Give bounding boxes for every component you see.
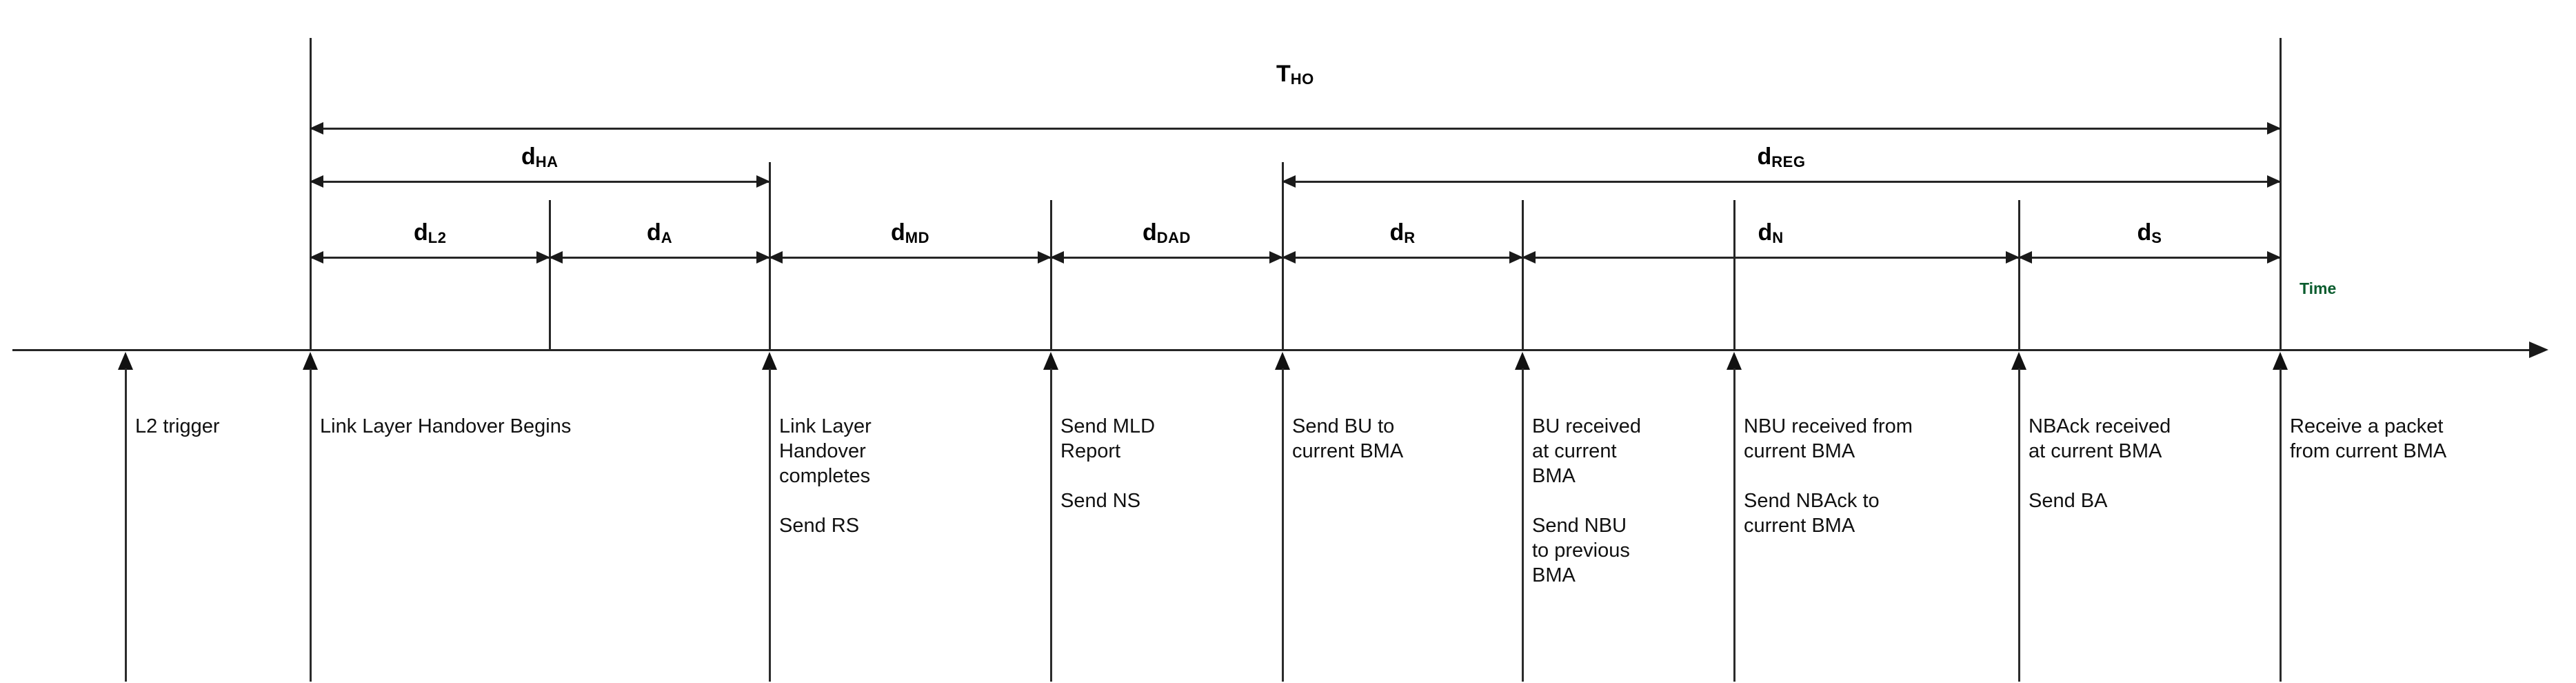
- tick-line-t-mld: [1050, 200, 1052, 349]
- measure-label-base: d: [2137, 219, 2152, 246]
- measure-label-dl2: dL2: [414, 219, 446, 246]
- event-line-llho-completes: [769, 368, 771, 682]
- measure-label-subscript: S: [2151, 229, 2162, 246]
- measure-bar: [310, 257, 550, 259]
- measure-label-subscript: REG: [1771, 153, 1806, 170]
- measure-label-subscript: A: [661, 229, 673, 246]
- measure-label-subscript: L2: [427, 229, 447, 246]
- event-arrow-icon-llho-completes: [762, 352, 777, 370]
- measure-bar: [1282, 181, 2280, 183]
- tick-line-t-unlabeled: [549, 200, 551, 349]
- measure-bar: [2019, 257, 2280, 259]
- measure-label-subscript: DAD: [1156, 229, 1191, 246]
- measure-bar: [1282, 257, 1522, 259]
- arrow-right-icon: [2267, 175, 2281, 188]
- measure-label-base: d: [891, 219, 905, 246]
- event-label-send-mld: Send MLD Report Send NS: [1060, 415, 1156, 512]
- measure-label-subscript: HA: [535, 153, 559, 170]
- measure-label-subscript: R: [1404, 229, 1416, 246]
- measure-label-dmd: dMD: [891, 219, 929, 246]
- measure-label-dreg: dREG: [1758, 143, 1806, 170]
- measure-bar: [1522, 257, 2019, 259]
- event-arrow-icon-nbu-received: [1727, 352, 1742, 370]
- arrow-left-icon: [769, 251, 783, 264]
- time-axis-label: Time: [2300, 279, 2337, 297]
- event-line-send-mld: [1050, 368, 1052, 682]
- event-label-bu-received: BU received at current BMA Send NBU to p…: [1532, 415, 1641, 586]
- measure-label-base: d: [1758, 219, 1773, 246]
- arrow-left-icon: [1050, 251, 1064, 264]
- measure-label-subscript: N: [1772, 229, 1784, 246]
- tick-line-t-nback-recv: [2018, 200, 2020, 349]
- event-line-llho-begins: [310, 368, 312, 682]
- event-line-nbu-received: [1733, 368, 1735, 682]
- event-line-receive-packet: [2280, 368, 2282, 682]
- event-arrow-icon-receive-packet: [2273, 352, 2288, 370]
- arrow-right-icon: [1269, 251, 1283, 264]
- arrow-right-icon: [536, 251, 550, 264]
- event-label-llho-begins: Link Layer Handover Begins: [320, 415, 572, 437]
- arrow-right-icon: [2267, 122, 2281, 135]
- measure-bar: [769, 257, 1051, 259]
- event-label-nbu-received: NBU received from current BMA Send NBAck…: [1744, 415, 1913, 537]
- measure-label-da: dA: [647, 219, 672, 246]
- event-arrow-icon-bu-received: [1515, 352, 1530, 370]
- arrow-left-icon: [310, 122, 323, 135]
- arrow-left-icon: [310, 175, 323, 188]
- measure-bar: [1051, 257, 1282, 259]
- event-label-l2-trigger: L2 trigger: [135, 415, 220, 437]
- arrow-left-icon: [310, 251, 323, 264]
- measure-label-base: d: [414, 219, 428, 246]
- arrow-right-icon: [2267, 251, 2281, 264]
- measure-label-dha: dHA: [521, 143, 559, 170]
- measure-label-subscript: HO: [1290, 70, 1314, 88]
- event-line-bu-received: [1522, 368, 1524, 682]
- event-arrow-icon-nback-received: [2011, 352, 2026, 370]
- arrow-left-icon: [1282, 175, 1296, 188]
- measure-label-tho: THO: [1276, 61, 1314, 88]
- measure-label-base: d: [647, 219, 661, 246]
- arrow-right-icon: [1038, 251, 1051, 264]
- tick-line-t-packet: [2280, 38, 2282, 349]
- event-arrow-icon-send-bu: [1275, 352, 1290, 370]
- arrow-left-icon: [2018, 251, 2032, 264]
- measure-label-dr: dR: [1390, 219, 1416, 246]
- arrow-right-icon: [756, 251, 770, 264]
- measure-label-subscript: MD: [905, 229, 929, 246]
- measure-label-base: d: [521, 143, 536, 170]
- event-line-l2-trigger: [125, 368, 127, 682]
- event-label-receive-packet: Receive a packet from current BMA: [2290, 415, 2447, 462]
- measure-label-base: d: [1389, 219, 1405, 246]
- event-label-send-bu: Send BU to current BMA: [1292, 415, 1404, 462]
- event-arrow-icon-llho-begins: [303, 352, 318, 370]
- event-line-send-bu: [1282, 368, 1284, 682]
- arrow-right-icon: [1509, 251, 1523, 264]
- arrow-right-icon: [756, 175, 770, 188]
- measure-label-base: d: [1757, 143, 1772, 170]
- measure-label-ds: dS: [2137, 219, 2162, 246]
- measure-bar: [310, 181, 769, 183]
- event-label-nback-received: NBAck received at current BMA Send BA: [2029, 415, 2171, 512]
- time-axis-line: [12, 349, 2529, 351]
- arrow-left-icon: [549, 251, 563, 264]
- measure-bar: [550, 257, 769, 259]
- event-line-nback-received: [2018, 368, 2020, 682]
- event-label-llho-completes: Link Layer Handover completes Send RS: [779, 415, 872, 537]
- arrow-right-icon: [2006, 251, 2020, 264]
- tick-line-t-bu-recv: [1522, 200, 1524, 349]
- time-axis-arrowhead: [2529, 342, 2548, 358]
- tick-line-t-nbu-recv: [1733, 200, 1735, 349]
- event-arrow-icon-send-mld: [1043, 352, 1058, 370]
- measure-bar: [310, 128, 2280, 130]
- measure-label-base: T: [1276, 61, 1291, 87]
- measure-label-ddad: dDAD: [1143, 219, 1191, 246]
- tick-line-t-llho-begins: [310, 38, 312, 349]
- arrow-left-icon: [1522, 251, 1536, 264]
- arrow-left-icon: [1282, 251, 1296, 264]
- event-arrow-icon-l2-trigger: [118, 352, 133, 370]
- measure-label-base: d: [1143, 219, 1157, 246]
- measure-label-dn: dN: [1758, 219, 1784, 246]
